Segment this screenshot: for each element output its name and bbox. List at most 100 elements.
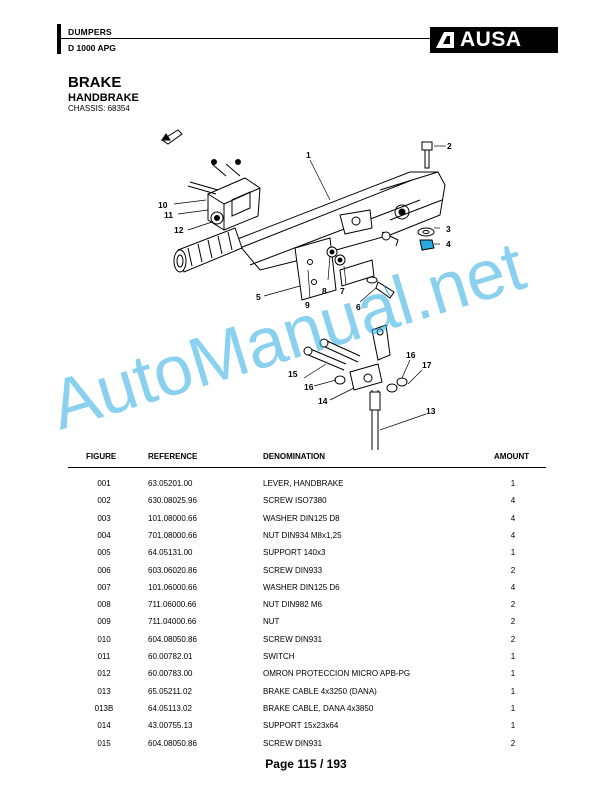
cell-amount: 2: [510, 738, 516, 748]
chassis-number: CHASSIS: 68354: [68, 104, 130, 113]
callout-16b: 16: [406, 350, 416, 360]
cell-reference: 604.08050.86: [148, 738, 197, 748]
cell-amount: 1: [510, 479, 516, 488]
cell-figure: 003: [97, 513, 111, 523]
cell-figure: 013B: [94, 703, 114, 713]
header-bar: [57, 24, 61, 54]
table-row: 013B 64.05113.02 BRAKE CABLE, DANA 4x3850 1: [0, 704, 612, 721]
callout-16a: 16: [304, 382, 314, 392]
cell-figure: 011: [97, 652, 111, 661]
table-row: 011 60.00782.01 SWITCH 1: [0, 652, 612, 669]
cell-denomination: WASHER DIN125 D6: [263, 582, 340, 592]
cell-amount: 4: [510, 530, 516, 540]
cell-amount: 1: [510, 669, 516, 679]
cell-denomination: SCREW ISO7380: [263, 496, 327, 506]
cell-reference: 64.05131.00: [148, 548, 193, 558]
brand-name: AUSA: [460, 28, 522, 51]
cell-reference: 60.00782.01: [148, 652, 193, 661]
callout-15: 15: [288, 369, 298, 379]
cell-denomination: NUT DIN934 M8x1,25: [263, 530, 342, 540]
callout-7: 7: [340, 286, 345, 296]
callout-5: 5: [256, 292, 261, 302]
cell-reference: 64.05113.02: [148, 703, 192, 713]
cell-figure: 002: [97, 496, 111, 506]
cell-figure: 014: [97, 721, 111, 731]
cell-denomination: SCREW DIN931: [263, 634, 323, 644]
column-header-reference: REFERENCE: [148, 452, 198, 461]
cell-amount: 1: [510, 652, 516, 661]
cell-figure: 006: [97, 565, 111, 575]
support-plate: [294, 237, 375, 301]
callout-8: 8: [322, 286, 327, 296]
callout-1: 1: [306, 150, 311, 160]
cell-figure: 007: [97, 582, 111, 592]
cell-figure: 008: [97, 600, 111, 610]
logo-mark-icon: [436, 32, 454, 48]
cell-denomination: NUT: [263, 617, 280, 627]
table-header-divider: [68, 467, 546, 468]
table-row: 002 630.08025.96 SCREW ISO7380 4: [0, 496, 612, 513]
cell-reference: 101.08000.66: [148, 513, 197, 523]
cell-reference: 630.08025.96: [148, 496, 197, 506]
table-row: 009 711.04000.66 NUT 2: [0, 617, 612, 634]
cell-denomination: SWITCH: [263, 652, 295, 661]
cell-denomination: SCREW DIN931: [263, 738, 323, 748]
cell-reference: 604.08050.86: [148, 634, 197, 644]
cell-figure: 010: [97, 634, 111, 644]
direction-arrow-icon: [161, 129, 183, 145]
cell-amount: 1: [510, 548, 516, 558]
cell-denomination: WASHER DIN125 D8: [263, 513, 340, 523]
cell-figure: 015: [97, 738, 111, 748]
cell-denomination: LEVER, HANDBRAKE: [263, 479, 344, 488]
table-row: 015 604.08050.86 SCREW DIN931 2: [0, 739, 612, 756]
leader-lines: [173, 145, 446, 431]
column-header-denomination: DENOMINATION: [263, 452, 326, 461]
cell-denomination: OMRON PROTECCION MICRO APB-PG: [263, 669, 411, 679]
header-category: DUMPERS: [68, 27, 112, 37]
cell-reference: 65.05211.02: [148, 686, 192, 696]
handbrake-lever: [234, 171, 446, 271]
cell-amount: 1: [510, 686, 516, 696]
callout-10: 10: [158, 200, 168, 210]
callout-6: 6: [356, 302, 361, 312]
section-subtitle: HANDBRAKE: [68, 92, 139, 104]
cell-amount: 1: [510, 703, 516, 713]
cell-reference: 603.06020.86: [148, 565, 197, 575]
cell-denomination: SCREW DIN933: [263, 565, 323, 575]
screw-washer-set: [366, 141, 435, 299]
cell-amount: 4: [510, 496, 516, 506]
cell-amount: 2: [510, 617, 516, 627]
page-number: Page 115 / 193: [265, 757, 347, 771]
cell-reference: 711.06000.66: [148, 600, 197, 610]
cell-figure: 001: [97, 479, 111, 488]
callout-13: 13: [426, 406, 436, 416]
cell-denomination: NUT DIN982 M6: [263, 600, 322, 610]
cell-amount: 4: [510, 582, 516, 592]
callout-11: 11: [164, 210, 173, 220]
callout-12: 12: [174, 225, 184, 235]
cell-amount: 2: [510, 565, 516, 575]
cell-figure: 013: [97, 686, 111, 696]
callout-4: 4: [446, 239, 451, 249]
column-header-figure: FIGURE: [86, 452, 117, 461]
brand-logo: AUSA: [430, 27, 558, 53]
cell-figure: 009: [97, 617, 111, 627]
table-row: 006 603.06020.86 SCREW DIN933 2: [0, 566, 612, 583]
section-title: BRAKE: [68, 74, 122, 91]
callout-17: 17: [422, 360, 432, 370]
cell-figure: 004: [97, 530, 111, 540]
lever-grip: [173, 227, 243, 273]
cell-denomination: BRAKE CABLE, DANA 4x3850: [263, 703, 374, 713]
cell-figure: 012: [97, 669, 111, 679]
cell-reference: 43.00755.13: [148, 721, 193, 731]
cell-reference: 711.04000.66: [148, 617, 197, 627]
exploded-parts-diagram: 1 2 3 4 5 6 7 8 9 10 11 12 13 14 15 16 1…: [158, 129, 452, 450]
callout-14: 14: [318, 396, 328, 406]
cell-denomination: BRAKE CABLE 4x3250 (DANA): [263, 686, 377, 696]
cell-denomination: SUPPORT 15x23x64: [263, 721, 339, 731]
